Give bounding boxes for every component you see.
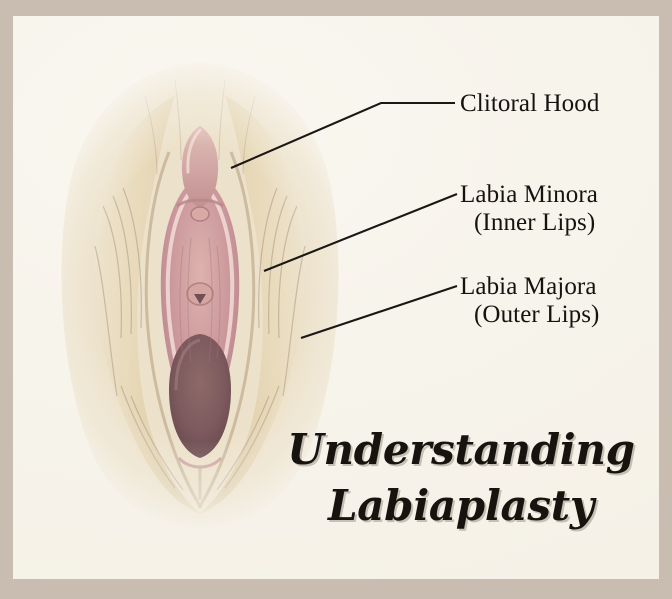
crease-left: [144, 151, 203, 509]
vaginal-opening: [169, 334, 231, 458]
hatching-left: [94, 187, 184, 491]
hood-fold: [176, 198, 224, 208]
callout-clitoral-hood: Clitoral Hood: [460, 90, 599, 118]
introitus-highlight: [174, 338, 201, 391]
fourchette: [177, 456, 223, 469]
crease-right: [197, 151, 256, 509]
glans-clitoris: [190, 206, 210, 222]
poster-canvas: Clitoral Hood Labia Minora (Inner Lips) …: [13, 16, 659, 579]
poster-title-line-1: Understanding: [287, 425, 635, 474]
urethral-meatus: [194, 294, 206, 304]
callout-labia-majora-sublabel: (Outer Lips): [474, 301, 600, 328]
callout-labia-minora: Labia Minora (Inner Lips): [460, 181, 598, 237]
labia-majora-left: [94, 96, 201, 514]
poster-title: Understanding Labiaplasty: [281, 422, 641, 534]
callout-clitoral-hood-label: Clitoral Hood: [460, 90, 600, 117]
minora-folds: [179, 237, 221, 363]
callout-labia-majora: Labia Majora (Outer Lips): [460, 273, 599, 329]
hood-highlight: [186, 128, 202, 174]
callout-labia-minora-label: Labia Minora: [460, 181, 598, 208]
poster-title-line-2: Labiaplasty: [328, 481, 594, 530]
callout-labia-minora-sublabel: (Inner Lips): [474, 209, 596, 236]
callout-labia-majora-label: Labia Majora: [460, 273, 597, 300]
